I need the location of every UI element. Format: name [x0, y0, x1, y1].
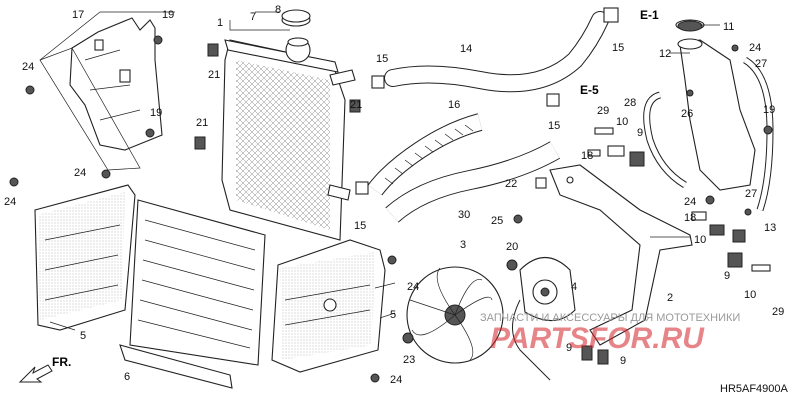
callout-19: 19 — [763, 104, 775, 116]
callout-21: 21 — [196, 117, 208, 129]
louver-grille-part — [119, 199, 266, 389]
callout-14: 14 — [460, 43, 472, 55]
screw-part — [9, 20, 773, 383]
callout-labels: 17 19 24 19 24 24 5 6 1 7 8 21 21 15 21 … — [4, 4, 784, 386]
callout-10: 10 — [616, 116, 628, 128]
bracket-part — [39, 17, 163, 171]
callout-18: 18 — [581, 150, 593, 162]
reserve-tank-part — [675, 19, 756, 191]
callout-15: 15 — [376, 53, 388, 65]
callout-24: 24 — [407, 281, 419, 293]
callout-11: 11 — [723, 21, 734, 33]
callout-16: 16 — [448, 99, 460, 111]
callout-13: 13 — [764, 222, 776, 234]
callout-18: 18 — [684, 212, 696, 224]
section-ref-e5: E-5 — [580, 83, 599, 97]
callout-9: 9 — [620, 355, 626, 367]
callout-15: 15 — [612, 42, 624, 54]
callout-4: 4 — [571, 281, 577, 293]
upper-hose-part — [384, 11, 609, 93]
callout-9: 9 — [724, 270, 730, 282]
lower-hose-part — [385, 141, 560, 223]
leader-lines — [39, 11, 720, 331]
callout-20: 20 — [506, 241, 518, 253]
callout-15: 15 — [354, 220, 366, 232]
front-arrow-icon: FR. — [18, 355, 71, 383]
radiator-part — [221, 37, 356, 241]
callout-5: 5 — [390, 309, 396, 321]
callout-19: 19 — [150, 107, 162, 119]
shroud-center-part — [271, 239, 386, 373]
callout-21: 21 — [350, 99, 362, 111]
callout-1: 1 — [217, 17, 223, 29]
bolt-part — [587, 127, 771, 272]
grommet-part — [581, 151, 746, 365]
fan-shroud-part — [549, 164, 693, 346]
diagram-code: HR5AF4900A — [720, 383, 789, 395]
callout-24: 24 — [22, 61, 34, 73]
callout-17: 17 — [72, 9, 84, 21]
callout-22: 22 — [505, 178, 517, 190]
callout-19: 19 — [162, 9, 174, 21]
fan-motor-part — [512, 256, 576, 381]
hose-clamp-part — [355, 7, 619, 195]
callout-25: 25 — [491, 215, 503, 227]
callout-9: 9 — [566, 342, 572, 354]
callout-10: 10 — [744, 289, 756, 301]
callout-29: 29 — [597, 105, 609, 117]
corrugated-hose-part — [367, 113, 483, 196]
front-label: FR. — [52, 355, 71, 369]
shroud-left-part — [34, 184, 136, 331]
watermark-brand: PARTSFOR.RU — [490, 322, 705, 355]
callout-24: 24 — [684, 196, 696, 208]
watermark: ЗАПЧАСТИ И АКСЕССУАРЫ ДЛЯ МОТОТЕХНИКИ PA… — [480, 312, 740, 355]
callout-28: 28 — [624, 97, 636, 109]
radiator-cap-part — [281, 9, 311, 27]
callout-12: 12 — [659, 48, 671, 60]
callout-21: 21 — [208, 69, 220, 81]
callout-5: 5 — [80, 330, 86, 342]
callout-10: 10 — [694, 234, 706, 246]
callout-24: 24 — [749, 42, 761, 54]
callout-9: 9 — [637, 127, 643, 139]
callout-23: 23 — [403, 354, 415, 366]
watermark-tagline: ЗАПЧАСТИ И АКСЕССУАРЫ ДЛЯ МОТОТЕХНИКИ — [480, 312, 740, 324]
callout-30: 30 — [458, 209, 470, 221]
section-ref-e1: E-1 — [640, 8, 659, 22]
callout-6: 6 — [124, 371, 130, 383]
callout-7: 7 — [250, 11, 256, 23]
callout-27: 27 — [755, 58, 767, 70]
fastener-part — [194, 43, 547, 189]
callout-24: 24 — [74, 167, 86, 179]
callout-24: 24 — [390, 374, 402, 386]
callout-3: 3 — [460, 239, 466, 251]
callout-15: 15 — [548, 120, 560, 132]
callout-26: 26 — [681, 108, 693, 120]
callout-27: 27 — [745, 188, 757, 200]
callout-2: 2 — [667, 292, 673, 304]
callout-24: 24 — [4, 196, 16, 208]
callout-8: 8 — [275, 4, 281, 16]
cooling-fan-part — [406, 266, 504, 364]
callout-29: 29 — [772, 306, 784, 318]
